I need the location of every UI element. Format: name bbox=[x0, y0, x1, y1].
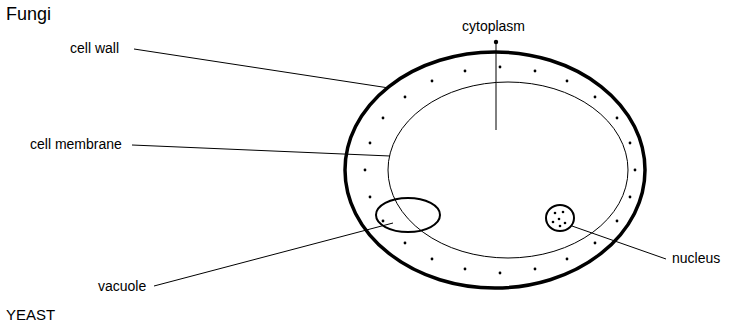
nucleus-granules bbox=[552, 211, 567, 228]
part-label: cell wall bbox=[70, 40, 119, 57]
cell-wall-outline bbox=[345, 52, 645, 288]
cytoplasm-granules bbox=[364, 66, 637, 275]
diagram-title: Fungi bbox=[6, 4, 51, 26]
part-label: vacuole bbox=[98, 278, 146, 295]
leader-lines bbox=[132, 42, 666, 286]
leader-line bbox=[132, 145, 390, 156]
leader-line bbox=[134, 49, 389, 88]
leader-line bbox=[154, 223, 393, 286]
leader-line bbox=[496, 42, 497, 130]
vacuole-shape bbox=[376, 198, 440, 232]
leader-dot bbox=[494, 40, 498, 44]
diagram-caption: YEAST bbox=[6, 306, 55, 324]
nucleus-shape bbox=[546, 205, 574, 231]
part-label: cytoplasm bbox=[462, 18, 525, 35]
part-label: nucleus bbox=[672, 250, 720, 267]
leader-line bbox=[572, 226, 666, 259]
cell-membrane-outline bbox=[388, 82, 628, 258]
part-label: cell membrane bbox=[30, 136, 122, 153]
